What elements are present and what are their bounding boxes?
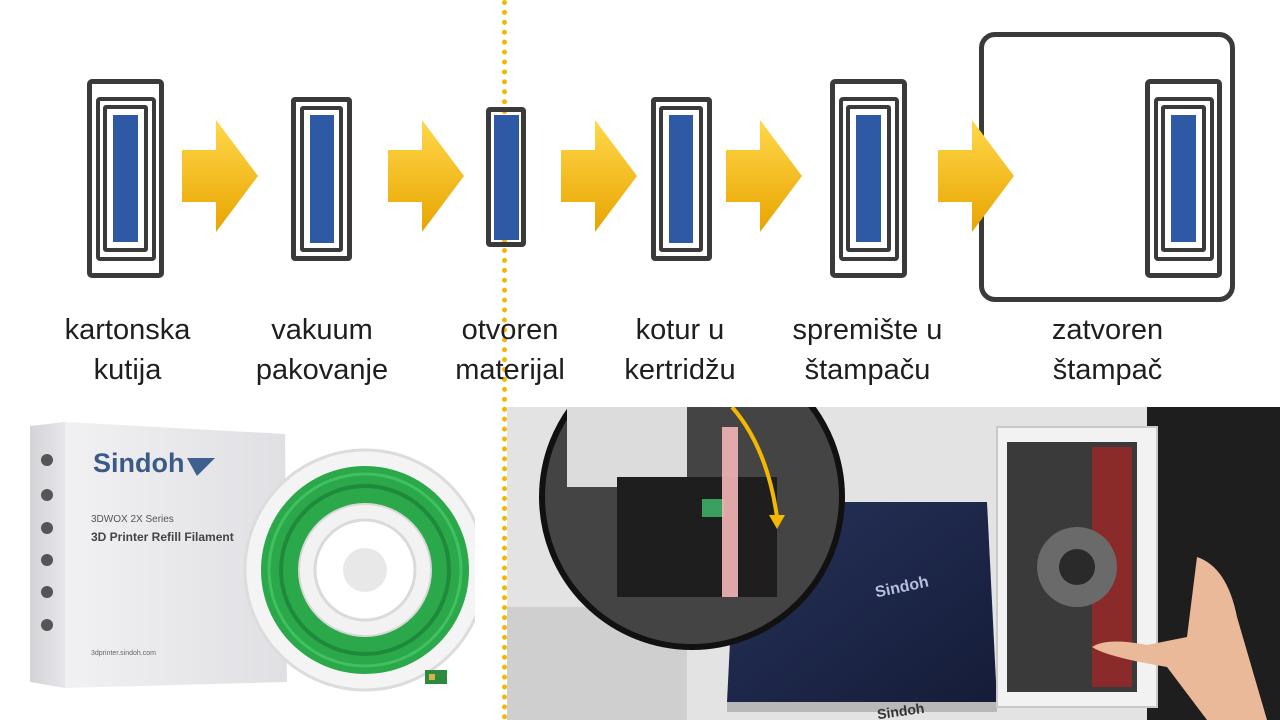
step-label-cardboard-box: kartonska kutija: [64, 314, 191, 386]
dotted-divider: [502, 0, 507, 720]
arrow-right-icon: [388, 120, 464, 232]
step-label-vacuum-pack: vakuum pakovanje: [255, 314, 389, 386]
arrow-right-icon: [182, 120, 258, 232]
arrow-right-icon: [938, 120, 1014, 232]
arrow-right-icon: [561, 120, 637, 232]
step-label-cartridge: kotur u kertridžu: [624, 314, 736, 386]
printer-photo: Sindoh Sindoh: [507, 407, 1280, 720]
box-series: 3DWOX 2X Series: [91, 514, 174, 525]
arrow-right-icon: [726, 120, 802, 232]
step-label-printer-storage: spremište u štampaču: [792, 314, 943, 386]
filament-box-photo: Sindoh 3DWOX 2X Series 3D Printer Refill…: [25, 420, 475, 700]
box-product: 3D Printer Refill Filament: [91, 530, 234, 544]
step-label-open-material: otvoren materijal: [455, 314, 565, 386]
box-brand: Sindoh: [93, 448, 185, 478]
box-url: 3dprinter.sindoh.com: [91, 650, 156, 657]
step-label-closed-printer: zatvoren štampač: [1051, 314, 1164, 386]
